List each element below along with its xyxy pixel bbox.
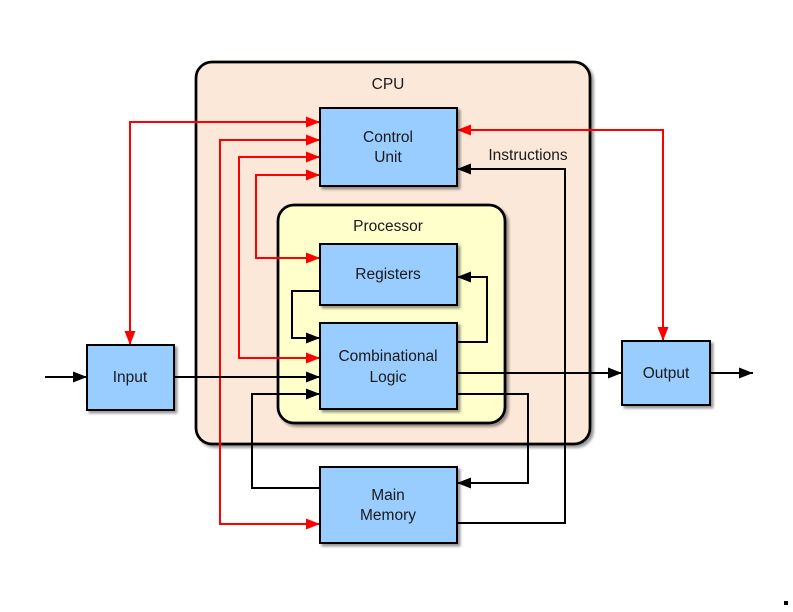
control-unit-label-line1: Control xyxy=(363,129,413,146)
registers-label: Registers xyxy=(355,266,421,283)
control-unit-label-line2: Unit xyxy=(374,149,402,166)
input-node xyxy=(86,344,175,411)
main-memory-label-line2: Memory xyxy=(360,507,416,524)
control-wire-cu-combinational-logic xyxy=(238,151,320,364)
combinational-logic-label-line2: Logic xyxy=(369,369,406,386)
output-node xyxy=(621,340,711,406)
main-memory-label-line1: Main xyxy=(371,487,405,504)
control-wire-cu-input xyxy=(124,116,320,345)
main-memory-node xyxy=(319,466,458,544)
data-wire-registers-combinational-logic xyxy=(291,290,320,344)
input-label: Input xyxy=(113,369,148,386)
combinational-logic-node xyxy=(319,322,458,410)
data-wire-main-memory-cu-instructions xyxy=(457,163,566,524)
output-label: Output xyxy=(643,365,690,382)
processor-label: Processor xyxy=(353,218,423,235)
data-wire-main-memory-combinational-logic xyxy=(251,388,320,489)
corner-artifact-dot xyxy=(784,601,788,605)
instructions-annotation: Instructions xyxy=(488,147,568,164)
control-unit-node xyxy=(319,107,458,187)
data-wire-combinational-logic-registers xyxy=(457,271,488,343)
control-wire-cu-output xyxy=(457,124,669,341)
combinational-logic-label-line1: Combinational xyxy=(338,348,437,365)
registers-node xyxy=(319,243,458,306)
data-wire-combinational-logic-main-memory xyxy=(457,393,529,489)
cpu-label: CPU xyxy=(372,76,405,93)
control-wire-cu-registers xyxy=(255,169,320,264)
control-wire-cu-main-memory xyxy=(219,134,320,530)
